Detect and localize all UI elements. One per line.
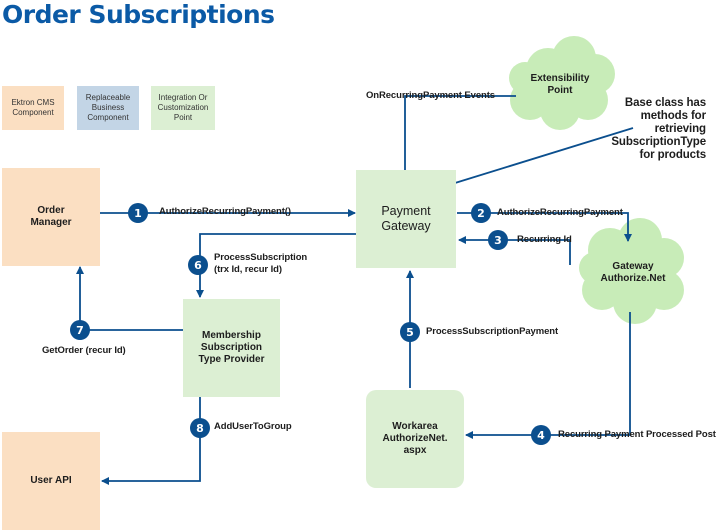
step-8-label: AddUserToGroup [214,421,292,432]
order-manager-box: Order Manager [2,168,100,266]
step-5-badge: 5 [400,322,420,342]
base-class-note: Base class has methods for retrieving Su… [611,97,706,161]
step-6-badge: 6 [188,255,208,275]
membership-provider-box: Membership Subscription Type Provider [183,299,280,397]
note-line [454,127,634,184]
events-line [404,95,516,170]
legend-ektron-component: Ektron CMS Component [2,86,64,130]
on-recurring-events-label: OnRecurringPayment Events [366,90,495,101]
extensibility-cloud [509,36,615,130]
step-3-badge: 3 [488,230,508,250]
step-8-badge: 8 [190,418,210,438]
arrow-step-8 [101,397,201,485]
step-1-label: AuthorizeRecurringPayment() [159,206,291,217]
arrow-step-6 [196,233,356,298]
step-7-label: GetOrder (recur Id) [42,345,126,356]
legend-integration-point: Integration Or Customization Point [151,86,215,130]
arrow-step-7 [76,266,183,331]
authorize-cloud [579,218,684,324]
step-2-label: AuthorizeRecurringPayment [497,207,623,218]
step-6-label: ProcessSubscription (trx Id, recur Id) [214,252,308,275]
step-3-label: Recurring Id [517,234,572,245]
step-4-label: Recurring Payment Processed Post [558,429,716,440]
step-5-label: ProcessSubscriptionPayment [426,326,559,337]
step-2-badge: 2 [471,203,491,223]
legend-replaceable-component: Replaceable Business Component [77,86,139,130]
workarea-box: Workarea AuthorizeNet. aspx [366,390,464,488]
step-1-badge: 1 [128,203,148,223]
user-api-box: User API [2,432,100,530]
step-7-badge: 7 [70,320,90,340]
gateway-authorize-label: Gateway Authorize.Net [600,261,666,284]
extensibility-point-label: Extensibility Point [530,73,590,96]
step-4-badge: 4 [531,425,551,445]
arrow-step-2 [457,212,632,242]
arrow-step-4 [465,312,631,439]
payment-gateway-box: Payment Gateway [356,170,456,268]
page-title: Order Subscriptions [2,0,275,29]
